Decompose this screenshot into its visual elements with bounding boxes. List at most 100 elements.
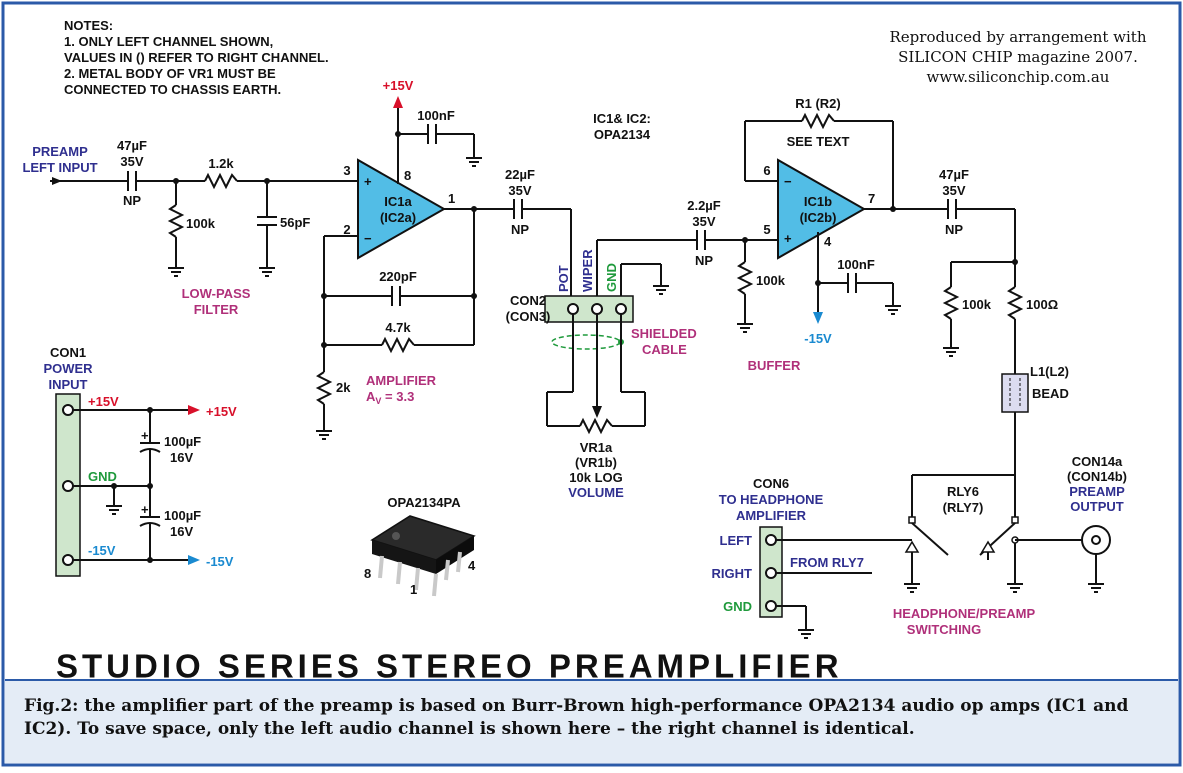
- gnd-pwr-pin-label: GND: [88, 469, 117, 484]
- minus15-ic-label: -15V: [804, 331, 832, 346]
- credit-line-3: www.siliconchip.com.au: [927, 68, 1110, 86]
- lowpass-label-2: FILTER: [194, 302, 239, 317]
- c-100uf-1-voltage: 16V: [170, 450, 193, 465]
- minus15-pin-label: -15V: [88, 543, 116, 558]
- preamp-input-label-1: PREAMP: [32, 144, 88, 159]
- credit-line-1: Reproduced by arrangement with: [890, 28, 1147, 46]
- con6-label: CON6: [753, 476, 789, 491]
- amplifier-gain-label: A: [366, 389, 376, 404]
- plus15-pin-label: +15V: [88, 394, 119, 409]
- gnd-pin-label: GND: [604, 263, 619, 292]
- bead-label: BEAD: [1032, 386, 1069, 401]
- con2-label: CON2: [510, 293, 546, 308]
- shielded-cable-label-1: SHIELDED: [631, 326, 697, 341]
- right-pin-label: RIGHT: [712, 566, 753, 581]
- c-2u2-np: NP: [695, 253, 713, 268]
- lowpass-label-1: LOW-PASS: [182, 286, 251, 301]
- from-rly7-label: FROM RLY7: [790, 555, 864, 570]
- c-47uf-out-np: NP: [945, 222, 963, 237]
- opa2134-package: OPA2134PA 8 1 4: [364, 495, 476, 597]
- headphone-connector-group: CON6 TO HEADPHONE AMPLIFIER LEFT RIGHT G…: [712, 476, 912, 639]
- svg-text:+: +: [141, 428, 149, 443]
- c1-voltage: 35V: [120, 154, 143, 169]
- c1-np: NP: [123, 193, 141, 208]
- vr1a-label: VR1a: [580, 440, 613, 455]
- notes-line-2: VALUES IN () REFER TO RIGHT CHANNEL.: [64, 50, 329, 65]
- rly7-label: (RLY7): [943, 500, 984, 515]
- vr-value-label: 10k LOG: [569, 470, 622, 485]
- vr1b-label: (VR1b): [575, 455, 617, 470]
- notes-line-1: 1. ONLY LEFT CHANNEL SHOWN,: [64, 34, 273, 49]
- page-title: STUDIO SERIES STEREO PREAMPLIFIER: [56, 648, 843, 685]
- r-100k-buffer-label: 100k: [756, 273, 786, 288]
- opamp-ic1b: [777, 158, 867, 260]
- r-4k7-label: 4.7k: [385, 320, 411, 335]
- c-22uf-voltage: 35V: [508, 183, 531, 198]
- svg-text:−: −: [364, 231, 372, 246]
- pot-pin-label: POT: [556, 265, 571, 292]
- ic-note-2: OPA2134: [594, 127, 651, 142]
- switching-label-2: SWITCHING: [907, 622, 981, 637]
- svg-text:−: −: [784, 174, 792, 189]
- c-100uf-2-label: 100µF: [164, 508, 201, 523]
- caption-line-2: IC2). To save space, only the left audio…: [24, 719, 915, 739]
- pin-2: 2: [343, 222, 350, 237]
- pkg-pin-4: 4: [468, 558, 476, 573]
- c-100uf-1-label: 100µF: [164, 434, 201, 449]
- r-100ohm-label: 100Ω: [1026, 297, 1058, 312]
- pin-7: 7: [868, 191, 875, 206]
- c-2u2-voltage: 35V: [692, 214, 715, 229]
- con14a-label: CON14a: [1072, 454, 1123, 469]
- c-47uf-out-label: 47µF: [939, 167, 969, 182]
- svg-text:+: +: [364, 174, 372, 189]
- opa-package-label: OPA2134PA: [387, 495, 461, 510]
- preamp-output-label-1: PREAMP: [1069, 484, 1125, 499]
- con3-label: (CON3): [506, 309, 551, 324]
- preamp-output-label-2: OUTPUT: [1070, 499, 1124, 514]
- notes-heading: NOTES:: [64, 18, 113, 33]
- buffer-stage: 2.2µF 35V NP 100k − + IC1b (IC2b) 6 5 7 …: [687, 96, 948, 373]
- see-text-label: SEE TEXT: [787, 134, 850, 149]
- credit-line-2: SILICON CHIP magazine 2007.: [898, 48, 1138, 66]
- svg-text:AV = 3.3: AV = 3.3: [366, 389, 414, 406]
- minus15-out-label: -15V: [206, 554, 234, 569]
- c-56pf-label: 56pF: [280, 215, 310, 230]
- amplifier-stage: + − IC1a (IC2a) 3 2 1 8 +15V 100nF 220pF: [315, 78, 651, 440]
- power-input-group: CON1 POWER INPUT +15V +15V GND -15V -15V…: [43, 345, 237, 577]
- gnd-hp-pin-label: GND: [723, 599, 752, 614]
- ic1a-label: IC1a: [384, 194, 412, 209]
- pin-1: 1: [448, 191, 455, 206]
- notes-line-4: CONNECTED TO CHASSIS EARTH.: [64, 82, 281, 97]
- con1-label: CON1: [50, 345, 86, 360]
- plus15-top-label: +15V: [383, 78, 414, 93]
- pin-3: 3: [343, 163, 350, 178]
- pin-4: 4: [824, 234, 832, 249]
- con14b-label: (CON14b): [1067, 469, 1127, 484]
- ic2b-label: (IC2b): [800, 210, 837, 225]
- c-22uf-label: 22µF: [505, 167, 535, 182]
- ic1b-label: IC1b: [804, 194, 832, 209]
- plus15-out-label: +15V: [206, 404, 237, 419]
- rly6-label: RLY6: [947, 484, 979, 499]
- headphone-label-1: TO HEADPHONE: [719, 492, 824, 507]
- svg-text:+: +: [141, 502, 149, 517]
- power-label-1: POWER: [43, 361, 93, 376]
- pin-8: 8: [404, 168, 411, 183]
- pkg-pin-8: 8: [364, 566, 371, 581]
- opamp-ic1a: [357, 158, 447, 260]
- c-22uf-np: NP: [511, 222, 529, 237]
- pin-5: 5: [763, 222, 770, 237]
- headphone-label-2: AMPLIFIER: [736, 508, 807, 523]
- amplifier-gain-value: = 3.3: [381, 389, 414, 404]
- c-220pf-label: 220pF: [379, 269, 417, 284]
- ic-note-1: IC1& IC2:: [593, 111, 651, 126]
- c-100nf-top-label: 100nF: [417, 108, 455, 123]
- volume-stage: 22µF 35V NP POT WIPER GND CON2 (CON3) SH…: [505, 167, 697, 500]
- notes-line-3: 2. METAL BODY OF VR1 MUST BE: [64, 66, 276, 81]
- r-2k-label: 2k: [336, 380, 351, 395]
- amplifier-gain-sub: V: [375, 396, 381, 406]
- caption-line-1: Fig.2: the amplifier part of the preamp …: [24, 696, 1128, 716]
- buffer-label: BUFFER: [748, 358, 801, 373]
